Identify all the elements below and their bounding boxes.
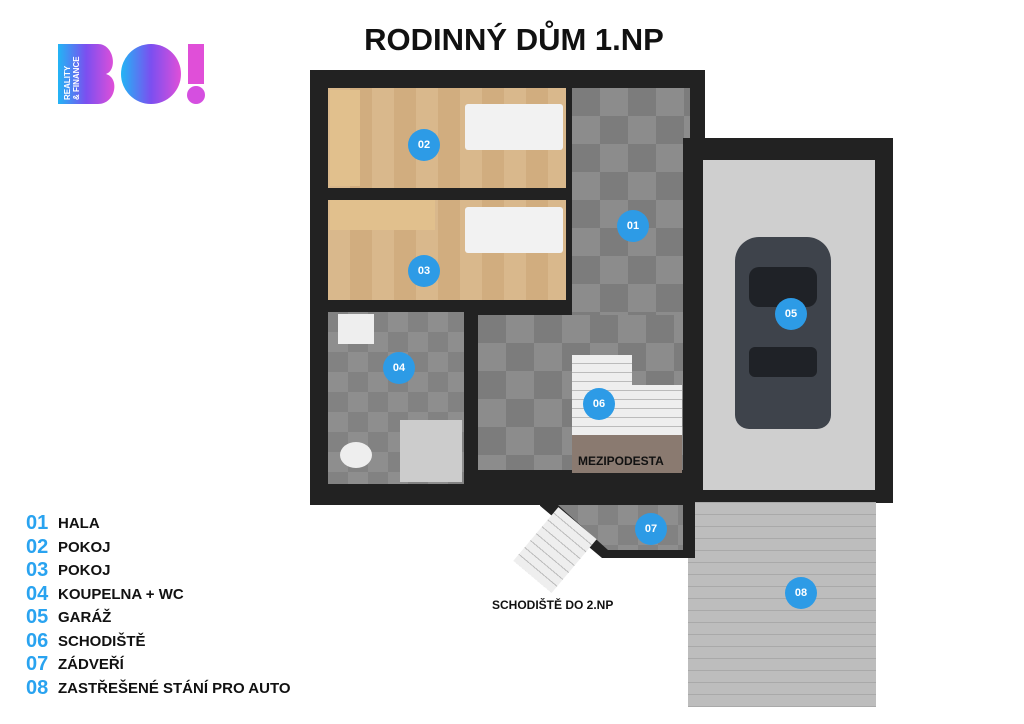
room-marker: 01: [617, 210, 649, 242]
room-marker: 06: [583, 388, 615, 420]
staircase: [632, 385, 682, 435]
wardrobe: [330, 90, 360, 186]
shower: [400, 420, 462, 482]
hall-floor: [572, 88, 690, 318]
landing-label: MEZIPODESTA: [578, 454, 664, 468]
room-marker: 04: [383, 352, 415, 384]
landing: [572, 435, 682, 473]
carport-floor: [688, 502, 876, 707]
page-title: RODINNÝ DŮM 1.NP: [364, 22, 664, 57]
washing-machine: [338, 314, 374, 344]
wardrobe: [330, 200, 435, 230]
room-marker: 02: [408, 129, 440, 161]
stairs-label: SCHODIŠTĚ DO 2.NP: [492, 598, 614, 612]
room-marker: 03: [408, 255, 440, 287]
svg-text:& FINANCE: & FINANCE: [72, 56, 81, 100]
room-marker: 05: [775, 298, 807, 330]
bed: [465, 207, 563, 253]
toilet: [340, 442, 372, 468]
car: [735, 237, 831, 429]
svg-text:REALITY: REALITY: [63, 65, 72, 100]
room-marker: 07: [635, 513, 667, 545]
room-marker: 08: [785, 577, 817, 609]
bed: [465, 104, 563, 150]
logo: REALITY & FINANCE: [56, 42, 211, 106]
